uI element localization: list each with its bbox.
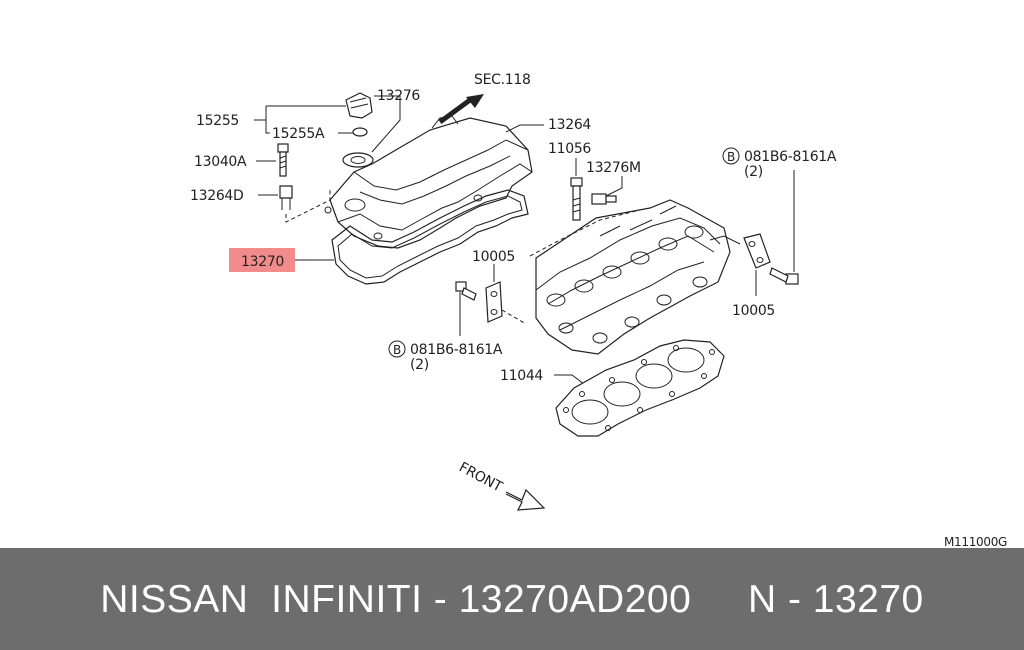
sec-reference-arrow-icon (438, 94, 484, 125)
part-number-text: NISSAN INFINITI - 13270AD200 N - 13270 (100, 578, 924, 621)
plug-13276M (591, 193, 617, 205)
label-13276M: 13276M (586, 160, 641, 176)
label-13270: 13270 (241, 254, 284, 270)
label-11044: 11044 (500, 368, 543, 384)
head-gasket (555, 339, 725, 437)
bolt-code-bottom: 081B6-8161A (410, 342, 503, 358)
cylinder-head (535, 199, 741, 355)
label-13040A: 13040A (194, 154, 247, 170)
highlight-13270 (229, 248, 295, 272)
filler-neck (342, 152, 374, 168)
bolt-b-circle-icon-top: B (722, 147, 740, 165)
svg-text:B: B (393, 343, 401, 357)
parts-diagram: SEC.118 15255 15255A 13276 13040A 13264D (190, 72, 1008, 548)
bolt-qty-bottom: (2) (410, 357, 429, 373)
label-15255A: 15255A (272, 126, 325, 142)
label-13276: 13276 (377, 88, 420, 104)
cap-gasket-ring (352, 127, 368, 137)
label-10005-right: 10005 (732, 303, 775, 319)
bolt-right (769, 267, 799, 285)
bolt-b-circle-icon-bottom: B (388, 340, 406, 358)
gasket-10005-right (743, 233, 771, 269)
bolt-13040A (277, 143, 289, 177)
label-13264D: 13264D (190, 188, 244, 204)
svg-text:B: B (727, 150, 735, 164)
gasket-10005-left (485, 281, 503, 323)
label-15255: 15255 (196, 113, 239, 129)
rocker-cover-gasket (331, 189, 529, 285)
figure-code: M111000G (944, 535, 1007, 548)
front-label: FRONT (456, 459, 505, 495)
sec-reference-label: SEC.118 (474, 72, 531, 88)
bolt-11056 (570, 177, 583, 221)
bolt-code-top: 081B6-8161A (744, 149, 837, 165)
label-10005-left: 10005 (472, 249, 515, 265)
grommet-13264D (279, 185, 293, 210)
rocker-cover (324, 115, 533, 249)
bolt-left (455, 281, 477, 301)
part-number-footer: NISSAN INFINITI - 13270AD200 N - 13270 (0, 548, 1024, 650)
label-11056: 11056 (548, 141, 591, 157)
oil-filler-cap (345, 92, 373, 119)
label-13264: 13264 (548, 117, 591, 133)
front-arrow-icon (505, 488, 546, 511)
bolt-qty-top: (2) (744, 164, 763, 180)
